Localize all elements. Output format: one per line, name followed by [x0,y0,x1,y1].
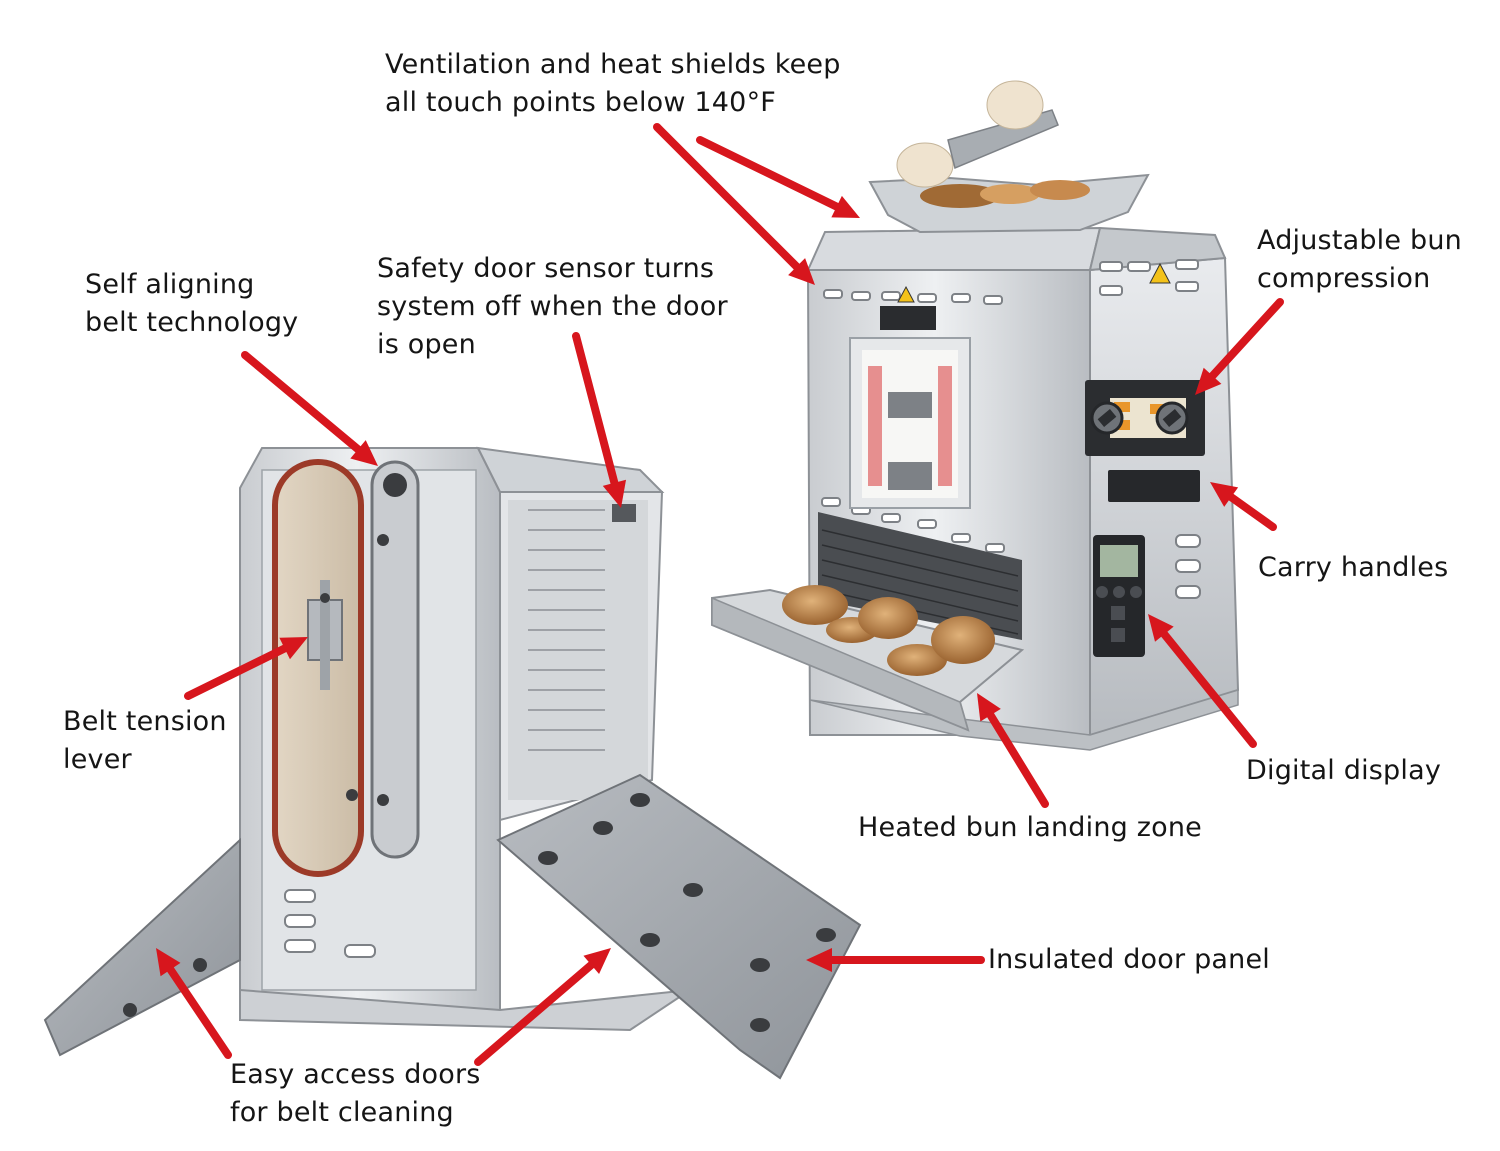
callout-self-aligning-line-2: belt technology [85,307,299,338]
arrow-ventilation-vents [653,123,815,285]
callout-safety-door-line-2: system off when the door [377,291,728,322]
callout-access-doors-line-1: Easy access doors [230,1059,481,1090]
warning-icon [897,285,915,303]
arrow-bun-compression [1195,298,1284,395]
callout-bun-compression-line-1: Adjustable bun [1257,225,1462,256]
arrow-safety-door-sensor [572,332,627,508]
callout-door-panel-line-1: Insulated door panel [988,944,1270,975]
warning-icon [1149,262,1171,284]
arrow-insulated-door-panel [806,948,985,972]
arrow-ventilation-roof-shaft [696,136,841,211]
arrow-access-doors-left-shaft [166,965,232,1059]
arrow-belt-tension [184,637,308,700]
display-button-ok[interactable] [1113,586,1125,598]
belt-tension-lever[interactable] [307,580,343,690]
vent-slots [821,259,1199,553]
arrow-belt-tension-head [279,637,308,660]
insulated-door-panel[interactable] [496,773,862,1080]
door-sensor [612,504,636,522]
arrow-belt-tension-shaft [184,644,289,700]
arrow-access-doors-right-shaft [474,960,596,1066]
callout-bun-compression: Adjustable bun compression [1257,222,1462,298]
arrow-digital-display-shaft [1160,630,1257,748]
arrow-ventilation-vents-head [788,258,815,285]
opened-toaster [43,446,862,1080]
arrow-access-doors-right-head [583,948,611,975]
arrow-ventilation-vents-shaft [653,123,801,271]
arrow-bun-compression-shaft [1208,298,1284,380]
display-button-right[interactable] [1130,586,1142,598]
arrow-landing-zone-head [977,693,1001,722]
arrow-insulated-door-panel-head [806,948,832,972]
arrow-carry-handles [1210,482,1277,531]
cleaning-belt [272,459,364,877]
arrow-access-doors-right [474,948,611,1066]
arrow-landing-zone [977,693,1049,808]
arrow-access-doors-left-head [156,948,181,977]
assembled-toaster [711,80,1240,751]
display-button-menu[interactable] [1111,606,1125,620]
callout-ventilation: Ventilation and heat shields keep all to… [385,46,841,122]
callout-landing-zone-line-1: Heated bun landing zone [858,812,1202,843]
callout-carry-handles: Carry handles [1258,549,1448,587]
arrow-digital-display [1148,614,1257,748]
arrow-safety-door-sensor-head [602,479,627,508]
callout-self-aligning-line-1: Self aligning [85,269,255,300]
callout-safety-door-sensor: Safety door sensor turns system off when… [377,250,728,364]
callout-landing-zone: Heated bun landing zone [858,809,1202,847]
arrow-digital-display-head [1148,614,1174,642]
arrow-carry-handles-head [1210,482,1239,507]
callout-access-doors: Easy access doors for belt cleaning [230,1056,481,1132]
callout-access-doors-line-2: for belt cleaning [230,1097,454,1128]
arrow-safety-door-sensor-shaft [572,332,619,487]
display-button-left[interactable] [1096,586,1108,598]
heating-platen [528,509,605,751]
left-access-door[interactable] [43,837,241,1057]
digital-display-screen [1100,545,1138,577]
callout-self-aligning-belt: Self aligning belt technology [85,266,298,342]
bun-slot [880,306,936,330]
toasted-buns [782,585,995,676]
carry-handle [1108,470,1200,502]
arrow-bun-compression-head [1195,367,1222,395]
callout-bun-compression-line-2: compression [1257,263,1431,294]
arrow-carry-handles-shaft [1227,493,1277,531]
callout-belt-tension-line-2: lever [63,744,132,775]
callout-digital-display: Digital display [1246,752,1441,790]
arrow-self-aligning-belt-head [350,440,378,466]
belt-frame [370,460,420,859]
arrow-ventilation-roof-head [831,195,860,218]
arrow-self-aligning-belt [241,351,378,466]
callout-carry-handles-line-1: Carry handles [1258,552,1449,583]
callout-safety-door-line-1: Safety door sensor turns [377,253,715,284]
arrow-self-aligning-belt-shaft [241,351,363,454]
toaster-roof [806,226,1102,271]
callout-safety-door-line-3: is open [377,329,476,360]
arrow-ventilation-roof [696,136,860,218]
callout-belt-tension: Belt tension lever [63,703,227,779]
callout-digital-display-line-1: Digital display [1246,755,1442,786]
callout-insulated-door-panel: Insulated door panel [988,941,1270,979]
callout-ventilation-line-2: all touch points below 140°F [385,87,776,118]
arrow-access-doors-left [156,948,232,1059]
arrow-landing-zone-shaft [986,711,1049,808]
callout-belt-tension-line-1: Belt tension [63,706,227,737]
callout-ventilation-line-1: Ventilation and heat shields keep [385,49,841,80]
display-button-power[interactable] [1111,628,1125,642]
